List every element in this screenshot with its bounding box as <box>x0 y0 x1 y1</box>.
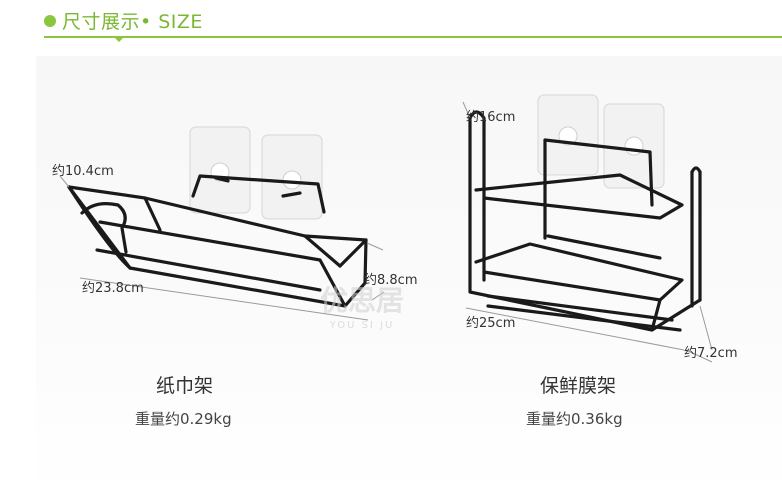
film-height-label: 约16cm <box>466 110 516 125</box>
film-depth-label: 约7.2cm <box>684 346 738 361</box>
film-rack-name: 保鲜膜架 <box>540 375 617 397</box>
header-divider <box>44 36 782 38</box>
film-rack-weight: 重量约0.36kg <box>526 410 623 428</box>
cling-film-rack-image <box>462 94 713 363</box>
tissue-rack-name: 纸巾架 <box>156 375 214 397</box>
watermark-logo: 优思居 <box>319 284 404 317</box>
section-header: 尺寸展示• SIZE <box>0 0 782 48</box>
section-title: 尺寸展示• SIZE <box>62 11 203 33</box>
tissue-depth-label: 约8.8cm <box>364 273 418 288</box>
watermark-latin: YOU SI JU <box>329 320 395 331</box>
tissue-rack-image <box>59 126 385 321</box>
tissue-rack-weight: 重量约0.29kg <box>135 410 232 428</box>
tissue-length-label: 约23.8cm <box>82 281 144 296</box>
bullet-dot-icon <box>44 15 56 27</box>
divider-notch-icon <box>113 36 125 42</box>
film-length-label: 约25cm <box>466 316 516 331</box>
tissue-height-label: 约10.4cm <box>52 164 114 179</box>
